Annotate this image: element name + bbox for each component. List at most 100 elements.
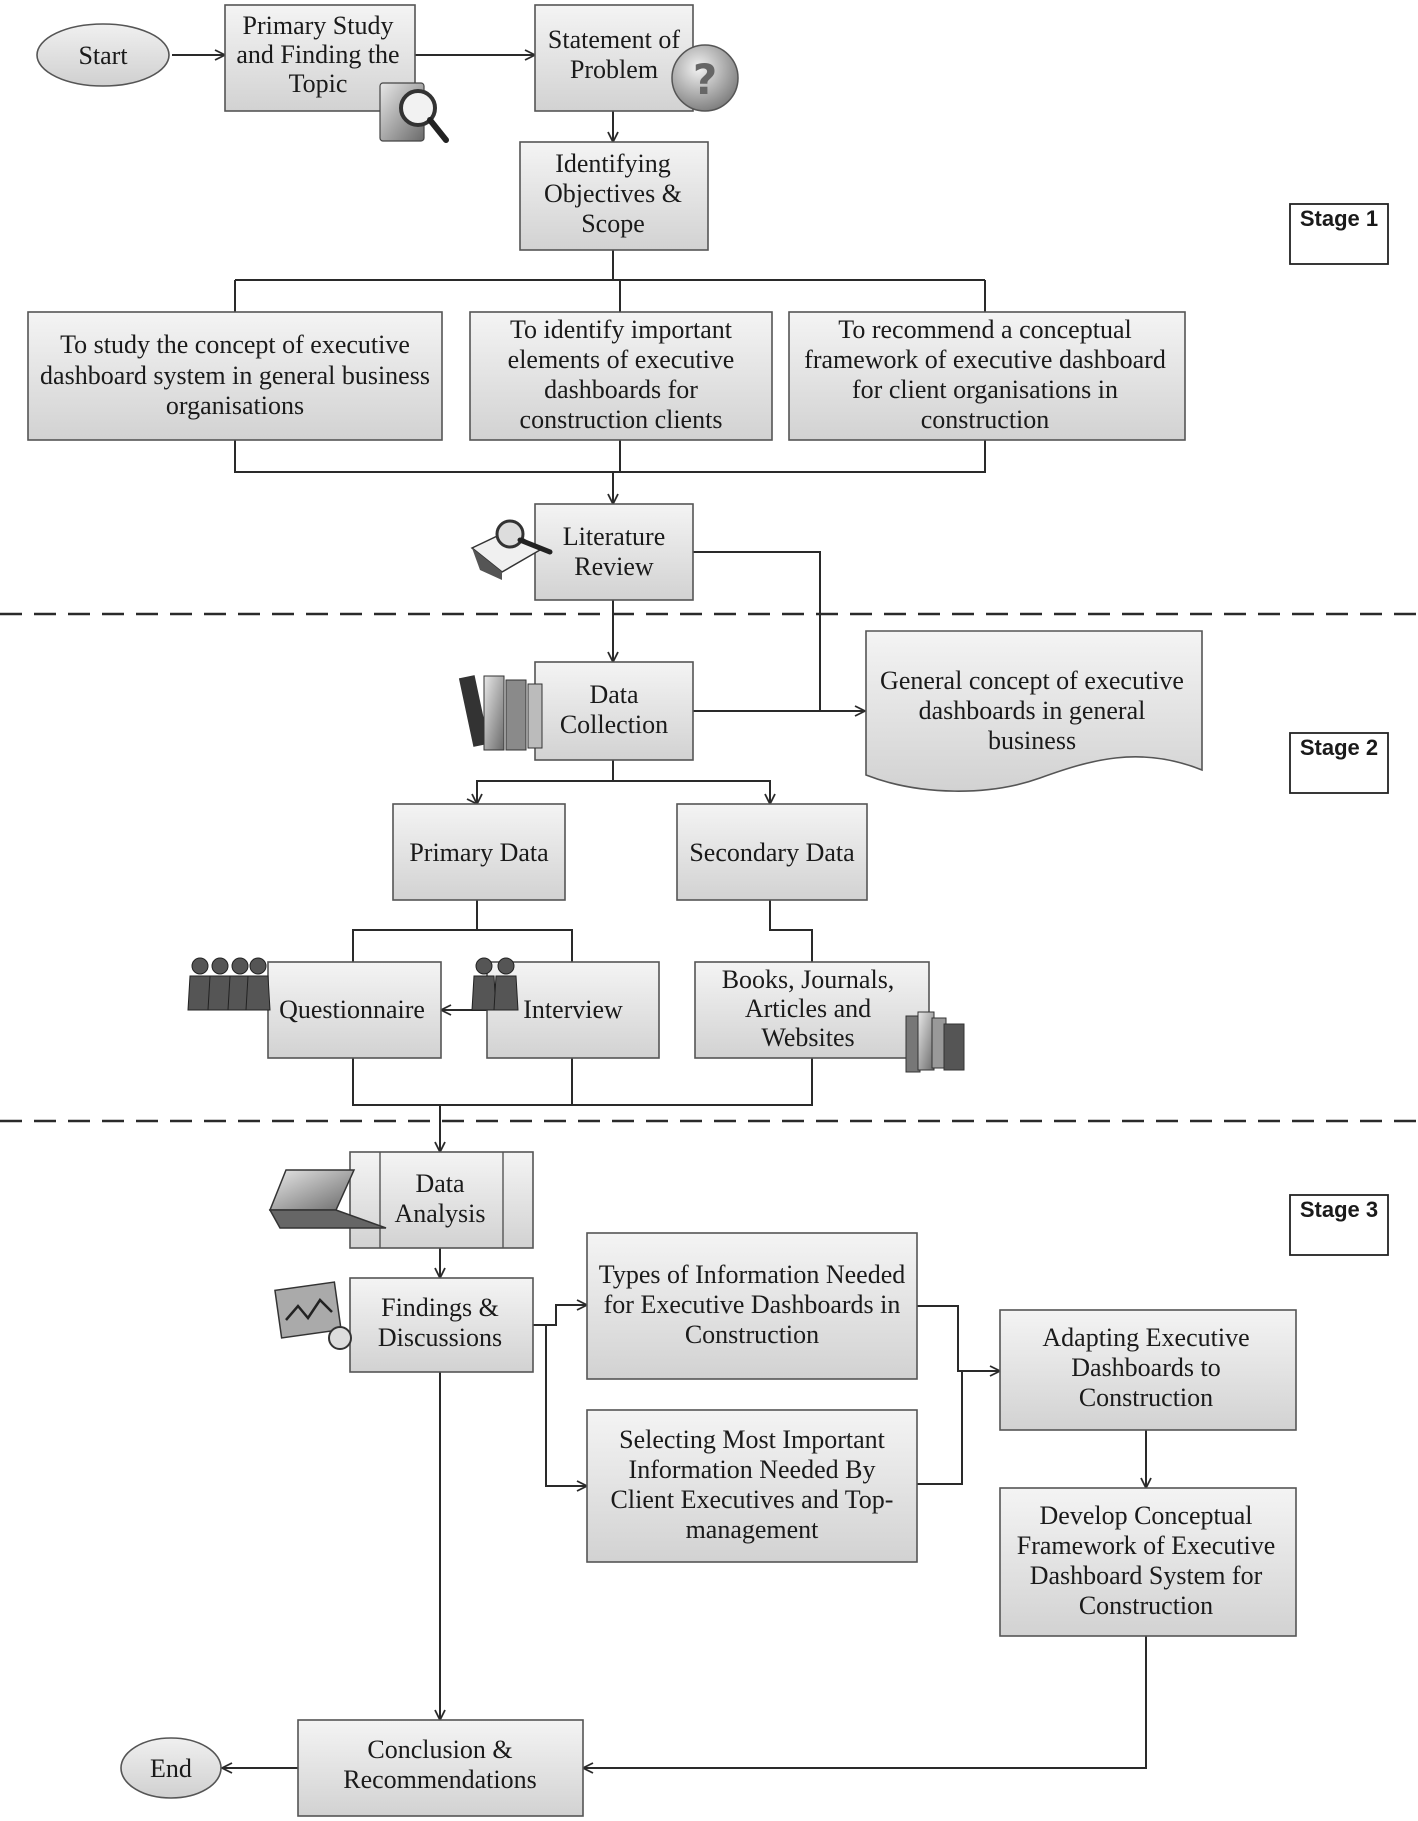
secondary-data-node: Secondary Data [676, 803, 868, 901]
svg-text:management: management [686, 1515, 820, 1544]
svg-text:Data: Data [415, 1169, 465, 1198]
data-analysis-node: Data Analysis [349, 1151, 534, 1249]
literature-node: Literature Review [534, 503, 694, 601]
svg-text:Develop Conceptual: Develop Conceptual [1040, 1501, 1253, 1530]
svg-text:Discussions: Discussions [378, 1323, 502, 1352]
svg-text:Statement of: Statement of [548, 25, 680, 54]
selecting-info-node: Selecting Most Important Information Nee… [586, 1409, 918, 1563]
statement-node: Statement of Problem [534, 4, 694, 112]
objective-2-node: To identify important elements of execut… [469, 311, 773, 441]
svg-text:Types of Information Needed: Types of Information Needed [599, 1260, 905, 1289]
book-magnifier-icon [470, 519, 553, 580]
objectives-node: Identifying Objectives & Scope [519, 141, 709, 251]
svg-text:Conclusion &: Conclusion & [367, 1735, 512, 1764]
svg-text:construction: construction [921, 405, 1050, 434]
svg-text:construction clients: construction clients [520, 405, 723, 434]
line-objectives-merge [234, 440, 986, 473]
stage-label-3: Stage 3 [1289, 1194, 1389, 1256]
svg-text:General concept of executive: General concept of executive [880, 666, 1184, 695]
objective-3-node: To recommend a conceptual framework of e… [788, 311, 1186, 441]
svg-text:Construction: Construction [1079, 1591, 1213, 1620]
people-group-icon [187, 957, 271, 1011]
svg-text:framework of executive dashboa: framework of executive dashboard [804, 345, 1166, 374]
svg-text:Collection: Collection [560, 710, 668, 739]
svg-text:dashboards in general: dashboards in general [919, 696, 1146, 725]
svg-text:Selecting Most Important: Selecting Most Important [619, 1425, 886, 1454]
stage-label-2: Stage 2 [1289, 732, 1389, 794]
svg-text:Stage 2: Stage 2 [1300, 735, 1378, 760]
end-node: End [120, 1737, 222, 1799]
magnifier-icon [379, 82, 449, 143]
svg-text:Data: Data [589, 680, 639, 709]
svg-text:elements of executive: elements of executive [508, 345, 735, 374]
svg-text:Framework of Executive: Framework of Executive [1017, 1531, 1275, 1560]
svg-text:dashboard system in general bu: dashboard system in general business [40, 361, 430, 390]
svg-text:Construction: Construction [1079, 1383, 1213, 1412]
svg-text:To recommend a conceptual: To recommend a conceptual [838, 315, 1131, 344]
line-secondary-data-to-books [769, 900, 813, 962]
two-people-icon [471, 957, 519, 1011]
stage-label-1: Stage 1 [1289, 203, 1389, 265]
line-objectives-branch [234, 250, 986, 312]
svg-text:and Finding the: and Finding the [236, 40, 399, 69]
chart-folder-icon [274, 1281, 352, 1350]
connectors [172, 55, 1146, 1768]
svg-text:Findings &: Findings & [381, 1293, 499, 1322]
line-data-collection-branch [476, 760, 771, 804]
svg-text:?: ? [693, 55, 717, 104]
svg-text:Questionnaire: Questionnaire [279, 995, 425, 1024]
types-info-node: Types of Information Needed for Executiv… [586, 1232, 918, 1380]
conclusion-node: Conclusion & Recommendations [297, 1719, 584, 1817]
svg-text:Interview: Interview [523, 995, 623, 1024]
svg-text:Adapting Executive: Adapting Executive [1042, 1323, 1249, 1352]
svg-text:Review: Review [574, 552, 654, 581]
arrow-findings-to-types [533, 1305, 587, 1326]
svg-text:Dashboard System for: Dashboard System for [1030, 1561, 1263, 1590]
svg-text:Construction: Construction [685, 1320, 819, 1349]
svg-text:End: End [150, 1754, 192, 1783]
svg-text:Information Needed By: Information Needed By [629, 1455, 876, 1484]
arrow-findings-to-selecting [545, 1325, 587, 1486]
svg-text:Client Executives and Top-: Client Executives and Top- [611, 1485, 894, 1514]
svg-text:To study the concept of execut: To study the concept of executive [60, 330, 410, 359]
svg-text:Start: Start [78, 41, 128, 70]
svg-text:Books, Journals,: Books, Journals, [722, 965, 895, 994]
svg-text:organisations: organisations [166, 391, 304, 420]
svg-text:Primary Data: Primary Data [409, 838, 549, 867]
svg-text:Stage 1: Stage 1 [1300, 206, 1378, 231]
line-literature-to-general-concept [693, 551, 821, 711]
arrow-types-to-adapting [917, 1305, 1000, 1371]
start-node: Start [36, 23, 170, 87]
svg-text:Topic: Topic [289, 69, 348, 98]
svg-text:dashboards for: dashboards for [544, 375, 698, 404]
question-mark-icon: ? [671, 44, 739, 112]
line-primary-data-branch [352, 900, 573, 962]
primary-data-node: Primary Data [392, 803, 566, 901]
arrow-develop-to-conclusion [583, 1636, 1147, 1768]
svg-text:Recommendations: Recommendations [343, 1765, 537, 1794]
svg-text:for Executive Dashboards in: for Executive Dashboards in [604, 1290, 901, 1319]
svg-text:Websites: Websites [761, 1023, 854, 1052]
books-node: Books, Journals, Articles and Websites [694, 961, 930, 1059]
questionnaire-node: Questionnaire [267, 961, 442, 1059]
books-stack-icon [905, 1011, 965, 1073]
binders-icon [458, 675, 543, 751]
svg-text:Primary Study: Primary Study [243, 11, 394, 40]
data-collection-node: Data Collection [534, 661, 694, 761]
line-selecting-to-adapting [917, 1371, 963, 1485]
svg-text:Scope: Scope [581, 209, 645, 238]
svg-text:To identify important: To identify important [510, 315, 733, 344]
svg-text:Secondary Data: Secondary Data [689, 838, 855, 867]
findings-node: Findings & Discussions [349, 1277, 534, 1373]
svg-text:Literature: Literature [563, 522, 666, 551]
svg-text:Objectives &: Objectives & [544, 179, 682, 208]
svg-text:Stage 3: Stage 3 [1300, 1197, 1378, 1222]
develop-node: Develop Conceptual Framework of Executiv… [999, 1487, 1297, 1637]
svg-text:Articles and: Articles and [745, 994, 871, 1023]
svg-text:for client organisations in: for client organisations in [852, 375, 1118, 404]
line-sources-merge [352, 1058, 813, 1106]
adapting-node: Adapting Executive Dashboards to Constru… [999, 1309, 1297, 1431]
svg-text:Analysis: Analysis [395, 1199, 486, 1228]
svg-text:Dashboards to: Dashboards to [1071, 1353, 1220, 1382]
